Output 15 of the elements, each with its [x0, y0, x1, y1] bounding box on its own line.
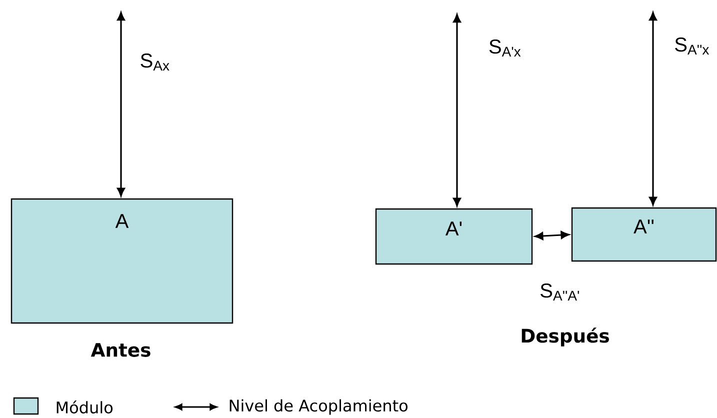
edge-label: S$_{Ax}$: [140, 54, 170, 70]
arrow: [453, 14, 461, 206]
edge-label: S$_{A''x}$: [675, 38, 710, 54]
arrow: [117, 12, 125, 196]
legend-text: Módulo: [56, 400, 113, 414]
arrow: [649, 12, 657, 206]
legend-text: Nivel de Acoplamiento: [230, 399, 408, 415]
module-box: A: [10, 198, 234, 324]
module-box: A': [375, 208, 533, 265]
caption: Después: [522, 328, 609, 346]
caption: Antes: [90, 343, 150, 357]
edge-label: S$_{A'x}$: [489, 40, 521, 56]
edge-label: S$_{A''A'}$: [540, 284, 579, 300]
module-box: A'': [571, 207, 717, 262]
arrow: [534, 231, 570, 240]
